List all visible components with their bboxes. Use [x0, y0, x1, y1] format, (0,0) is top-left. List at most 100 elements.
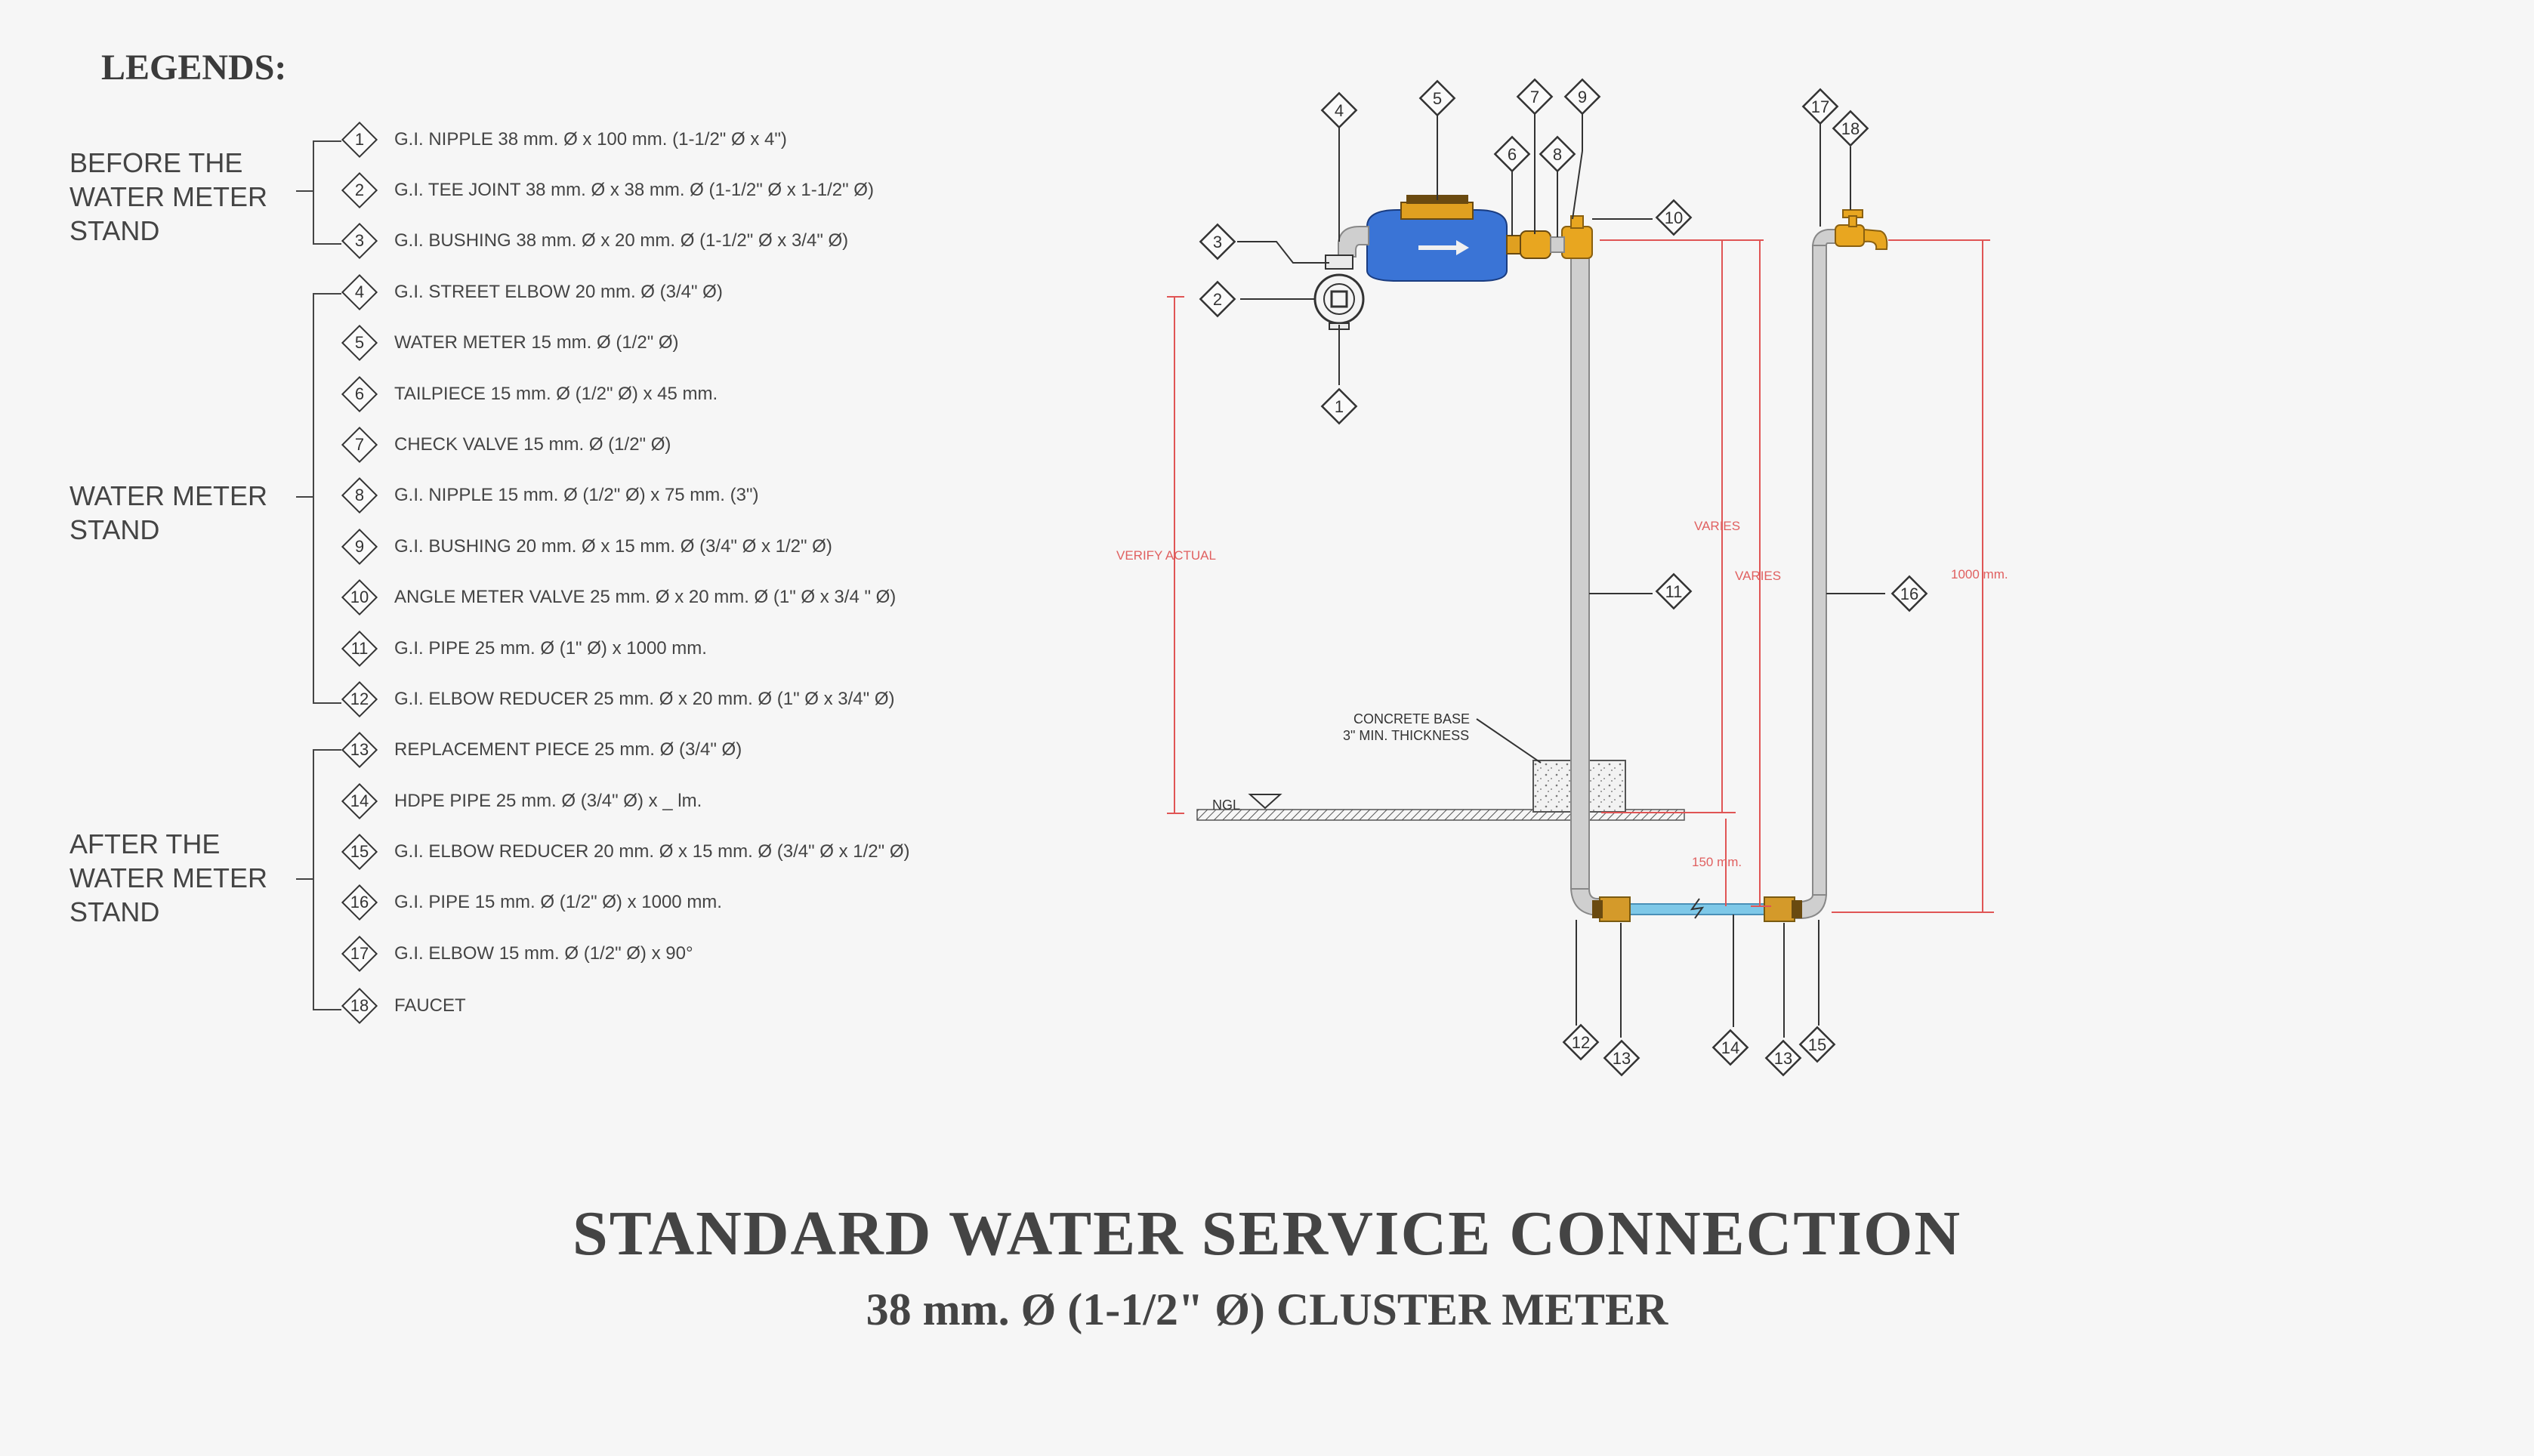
angle-meter-valve: [1561, 226, 1593, 259]
street-elbow: [1338, 226, 1369, 258]
water-meter-register: [1400, 202, 1474, 220]
tag-diamond-icon: 8: [340, 476, 379, 515]
dimension-label-varies-1: VARIES: [1694, 519, 1740, 533]
svg-text:3: 3: [1213, 233, 1222, 251]
svg-text:9: 9: [1578, 88, 1587, 106]
legend-item-text: TAILPIECE 15 mm. Ø (1/2" Ø) x 45 mm.: [394, 384, 718, 404]
tag-diamond-icon: 15: [340, 832, 379, 871]
gi-pipe-15mm: [1812, 245, 1827, 896]
ngl-label: NGL: [1212, 797, 1240, 813]
tag-diamond-icon: 6: [340, 375, 379, 414]
legend-item: 8 G.I. NIPPLE 15 mm. Ø (1/2" Ø) x 75 mm. …: [340, 475, 759, 516]
replacement-piece-left: [1599, 896, 1631, 922]
tag-14: 14: [1711, 1029, 1749, 1066]
tee-joint-bore: [1330, 290, 1348, 308]
svg-text:18: 18: [1841, 119, 1860, 138]
svg-text:1: 1: [1335, 397, 1344, 416]
tag-11: 11: [1655, 572, 1693, 610]
angle-valve-cap: [1570, 215, 1584, 229]
bracket-tick-after: [296, 878, 313, 880]
faucet-body: [1835, 224, 1865, 247]
svg-text:13: 13: [1774, 1049, 1792, 1068]
concrete-base-thickness-label: 3" MIN. THICKNESS: [1343, 728, 1469, 743]
tag-12: 12: [1562, 1023, 1600, 1061]
svg-text:16: 16: [1900, 585, 1918, 603]
tee-joint: [1313, 273, 1365, 325]
legend-item: 15 G.I. ELBOW REDUCER 20 mm. Ø x 15 mm. Ø…: [340, 831, 910, 872]
bracket-stand: [313, 293, 341, 704]
tailpiece: [1506, 235, 1521, 254]
bracket-tick-before: [296, 190, 313, 192]
legend-title: LEGENDS:: [101, 48, 287, 88]
legend-item-text: G.I. BUSHING 20 mm. Ø x 15 mm. Ø (3/4" Ø…: [394, 536, 832, 557]
tag-8: 8: [1539, 135, 1576, 173]
legend-item-text: G.I. ELBOW REDUCER 20 mm. Ø x 15 mm. Ø (…: [394, 841, 910, 862]
bracket-after: [313, 749, 341, 1010]
drawing-subtitle: 38 mm. Ø (1-1/2" Ø) CLUSTER METER: [866, 1285, 1668, 1334]
svg-text:5: 5: [1433, 89, 1442, 108]
elbow-reducer-right: [1792, 900, 1802, 918]
faucet-spout: [1863, 228, 1888, 250]
legend-item-text: G.I. ELBOW 15 mm. Ø (1/2" Ø) x 90°: [394, 943, 693, 964]
tag-diamond-icon: 16: [340, 883, 379, 922]
tag-3: 3: [1199, 223, 1236, 261]
faucet-stem: [1848, 215, 1857, 227]
gi-bushing-38mm: [1325, 254, 1353, 270]
legend-item-text: REPLACEMENT PIECE 25 mm. Ø (3/4" Ø): [394, 739, 742, 760]
flow-arrowhead-icon: [1456, 240, 1469, 255]
tag-10: 10: [1655, 199, 1693, 236]
hdpe-break-icon: [1690, 898, 1705, 919]
legend-item-text: CHECK VALVE 15 mm. Ø (1/2" Ø): [394, 434, 671, 455]
tag-9: 9: [1563, 78, 1601, 116]
tag-16: 16: [1890, 575, 1928, 612]
dimension-varies-2: [1730, 239, 1771, 907]
bracket-before: [313, 140, 341, 245]
elbow-reducer-left: [1592, 900, 1603, 918]
tag-13a: 13: [1603, 1039, 1640, 1077]
dimension-1000mm: [1832, 239, 1994, 913]
tag-diamond-icon: 12: [340, 680, 379, 719]
legend-item-text: G.I. PIPE 25 mm. Ø (1" Ø) x 1000 mm.: [394, 638, 707, 659]
svg-text:14: 14: [1721, 1038, 1739, 1057]
tee-joint-inner: [1323, 283, 1355, 315]
svg-text:10: 10: [1665, 208, 1683, 227]
group-label-stand: WATER METER STAND: [69, 480, 267, 545]
tag-6: 6: [1493, 135, 1531, 173]
legend-item-text: G.I. TEE JOINT 38 mm. Ø x 38 mm. Ø (1-1/…: [394, 180, 874, 200]
tag-15: 15: [1798, 1026, 1836, 1063]
tag-diamond-icon: 11: [340, 629, 379, 668]
legend-item-text: G.I. NIPPLE 15 mm. Ø (1/2" Ø) x 75 mm. (…: [394, 485, 759, 505]
legend-item-text: G.I. BUSHING 38 mm. Ø x 20 mm. Ø (1-1/2"…: [394, 230, 849, 251]
dimension-label-verify-actual: VERIFY ACTUAL: [1116, 548, 1216, 563]
group-label-before: BEFORE THE WATER METER STAND: [69, 147, 267, 246]
svg-text:12: 12: [1572, 1033, 1590, 1052]
legend-item-text: ANGLE METER VALVE 25 mm. Ø x 20 mm. Ø (1…: [394, 587, 897, 607]
tag-4: 4: [1320, 91, 1358, 129]
legend-item-text: HDPE PIPE 25 mm. Ø (3/4" Ø) x _ lm.: [394, 791, 702, 811]
tag-diamond-icon: 17: [340, 934, 379, 973]
svg-text:6: 6: [1508, 145, 1517, 164]
svg-text:4: 4: [1335, 101, 1344, 120]
tag-2: 2: [1199, 280, 1236, 318]
leader-lines: [1237, 113, 1885, 1038]
tag-diamond-icon: 3: [340, 221, 379, 261]
tag-7: 7: [1516, 78, 1554, 116]
svg-text:15: 15: [1808, 1035, 1826, 1054]
ngl-marker-icon: [1248, 794, 1282, 810]
check-valve: [1520, 230, 1551, 259]
group-label-after: AFTER THE WATER METER STAND: [69, 828, 267, 927]
legend-item: 6 TAILPIECE 15 mm. Ø (1/2" Ø) x 45 mm.: [340, 374, 718, 415]
legend-item-text: WATER METER 15 mm. Ø (1/2" Ø): [394, 332, 679, 353]
concrete-base-label: CONCRETE BASE: [1353, 711, 1470, 726]
legend-item-text: G.I. STREET ELBOW 20 mm. Ø (3/4" Ø): [394, 282, 723, 302]
tag-5: 5: [1418, 79, 1456, 117]
dimension-label-varies-2: VARIES: [1735, 569, 1781, 583]
